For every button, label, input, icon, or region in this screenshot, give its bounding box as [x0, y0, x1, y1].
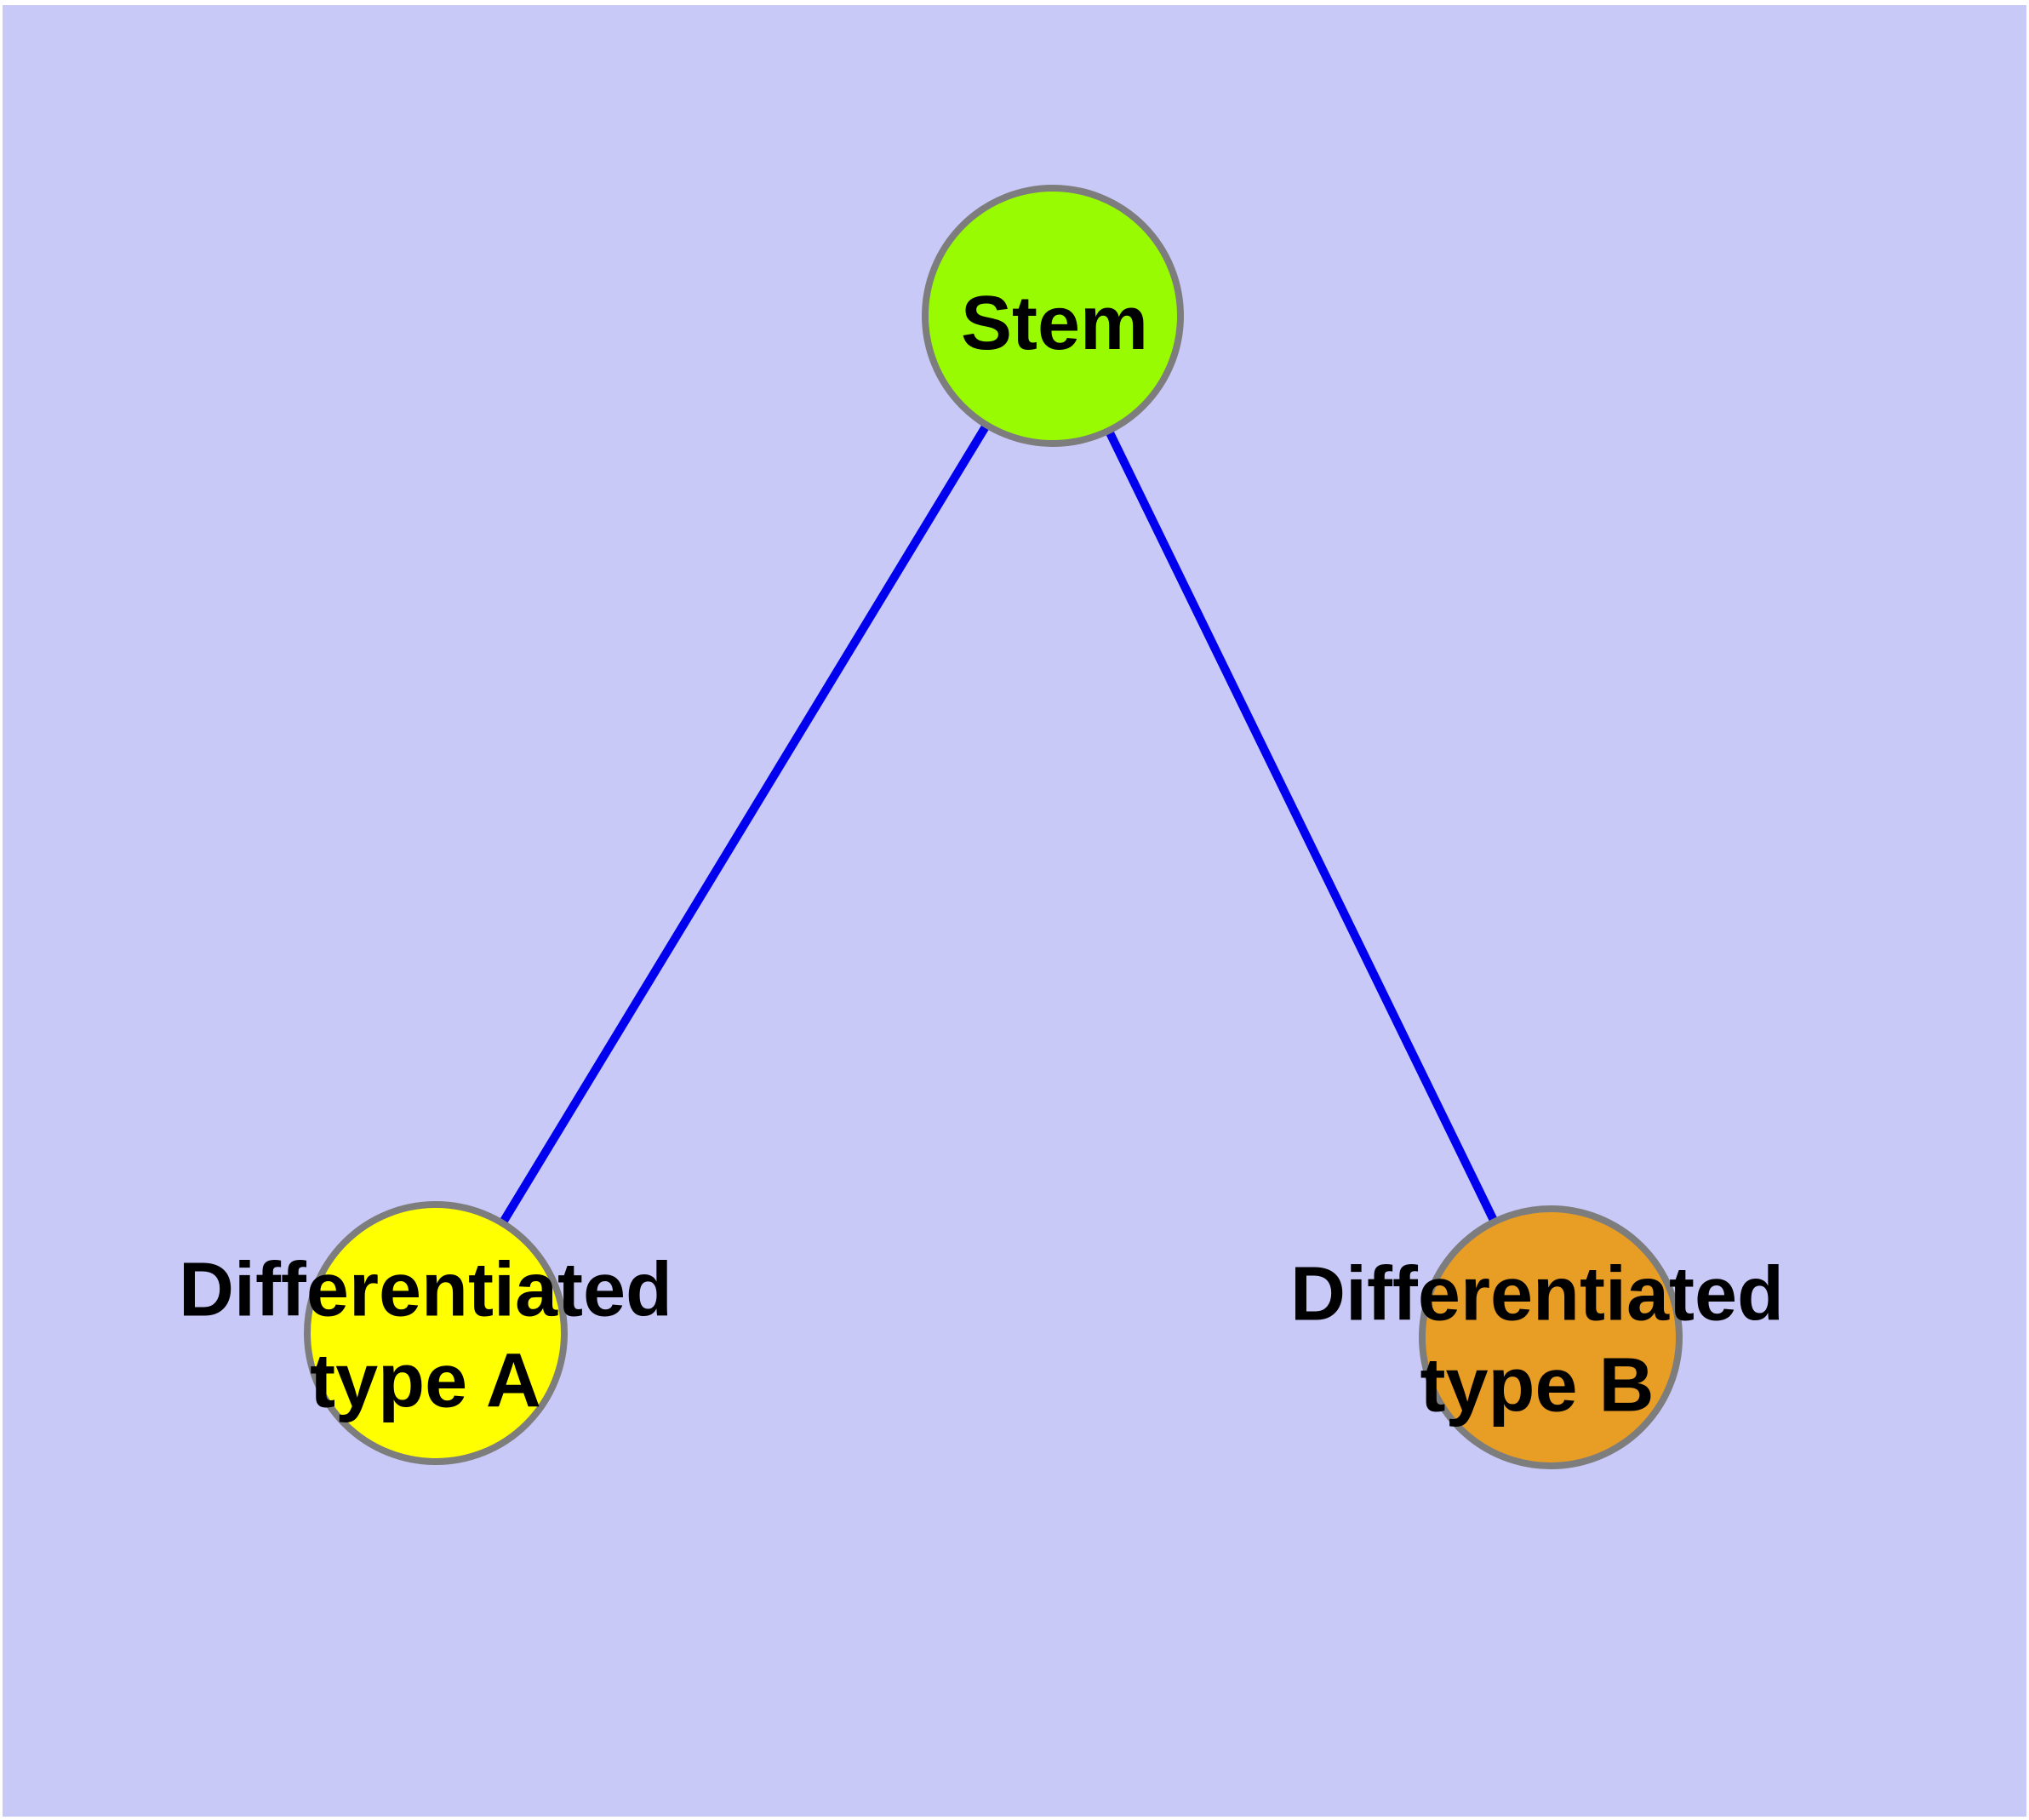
- node-label-line: Differentiated: [179, 1248, 672, 1333]
- edge-stem-typeB: [1049, 313, 1555, 1340]
- node-typeB: [1419, 1205, 1683, 1469]
- node-stem: [922, 185, 1184, 447]
- node-label-stem: Stem: [961, 281, 1148, 366]
- node-typeA: [304, 1201, 568, 1465]
- node-label-line: type B: [1420, 1343, 1654, 1428]
- node-label-line: type A: [310, 1339, 541, 1424]
- edge-stem-typeA: [432, 313, 1057, 1336]
- node-label-line: Stem: [961, 281, 1148, 366]
- node-label-line: Differentiated: [1290, 1252, 1784, 1337]
